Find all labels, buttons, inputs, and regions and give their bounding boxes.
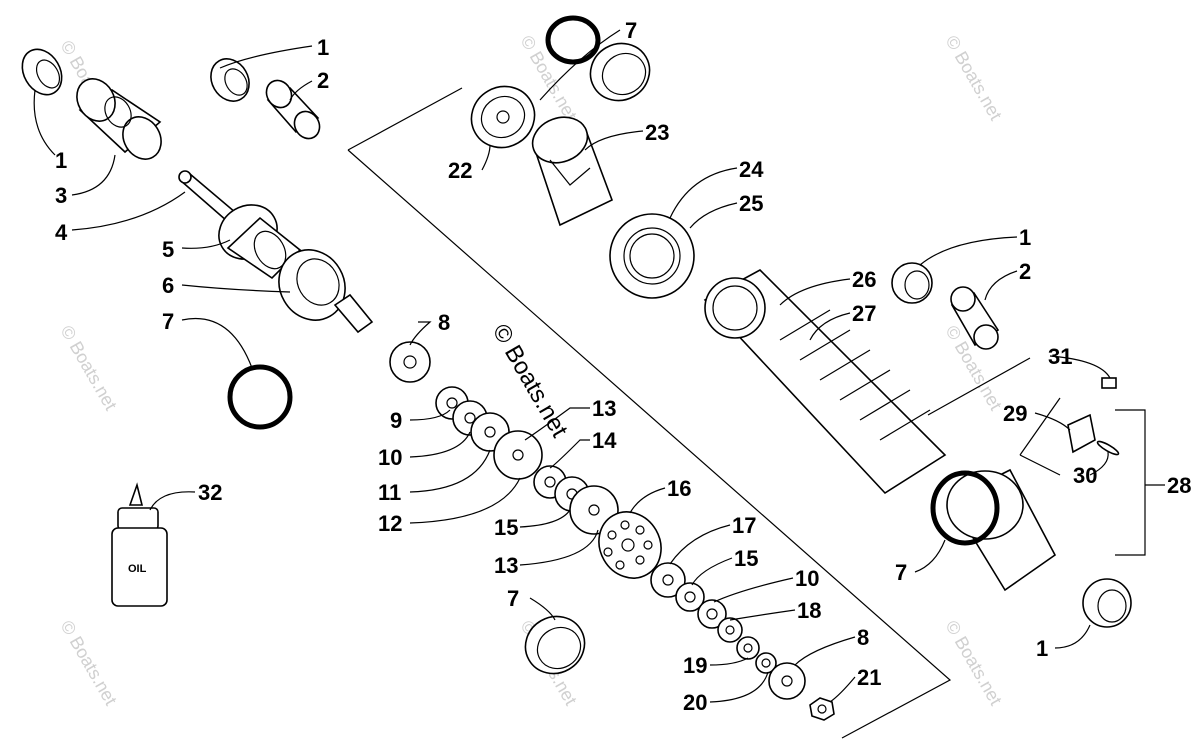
o-ring-7-left	[227, 364, 293, 430]
callout-31: 31	[1048, 344, 1072, 369]
callout-6: 6	[162, 273, 174, 298]
callout-26: 26	[852, 267, 876, 292]
seal-head-22	[470, 85, 536, 149]
callout-1: 1	[55, 148, 67, 173]
callout-14: 14	[592, 428, 617, 453]
assembly-bracket	[347, 87, 1031, 739]
callout-4: 4	[55, 220, 68, 245]
washer-8-top	[389, 341, 431, 383]
callout-13: 13	[494, 553, 518, 578]
callout-3: 3	[55, 183, 67, 208]
callout-10: 10	[378, 445, 402, 470]
spring-body-26	[703, 269, 947, 495]
callout-13: 13	[592, 396, 616, 421]
callout-30: 30	[1073, 463, 1097, 488]
band-7-top	[589, 42, 651, 102]
valve-29	[1067, 413, 1096, 454]
nut-21	[809, 697, 835, 721]
bushing-1-right	[891, 262, 933, 304]
bushing-1-bottomright	[1082, 578, 1132, 628]
group-bracket-29	[1019, 397, 1061, 456]
band-7-lower	[524, 615, 586, 675]
piston-16	[598, 511, 662, 579]
callout-23: 23	[645, 120, 669, 145]
callout-19: 19	[683, 653, 707, 678]
callout-15: 15	[494, 515, 518, 540]
group-bracket-28	[1115, 409, 1146, 556]
valve-31	[1101, 377, 1117, 389]
sleeve-3	[76, 78, 162, 160]
callout-10: 10	[795, 566, 819, 591]
callout-18: 18	[797, 598, 821, 623]
callout-7: 7	[625, 18, 637, 43]
callout-29: 29	[1003, 401, 1027, 426]
lower-shim-stack	[650, 562, 806, 700]
bushing-1-topleft	[21, 48, 63, 96]
shim-stack	[435, 386, 619, 535]
callout-22: 22	[448, 158, 472, 183]
body-5	[218, 204, 302, 280]
callout-labels: 1 2 1 3 4 5 6 7 8 9 10 11 12 13 14 15 13…	[55, 18, 1191, 715]
watermark: © Boats.net	[57, 322, 121, 414]
o-ring-30	[1096, 440, 1120, 456]
callout-7: 7	[162, 309, 174, 334]
spring-adjuster-24	[609, 213, 695, 299]
callout-7: 7	[895, 560, 907, 585]
spacer-2-top	[265, 79, 321, 140]
callout-2: 2	[1019, 259, 1031, 284]
callout-5: 5	[162, 237, 174, 262]
callout-1: 1	[1036, 636, 1048, 661]
callout-17: 17	[732, 513, 756, 538]
collar-23	[531, 116, 614, 227]
callout-27: 27	[852, 301, 876, 326]
callout-12: 12	[378, 511, 402, 536]
piston-assembly-6	[278, 249, 374, 334]
callout-28: 28	[1167, 473, 1191, 498]
callout-15: 15	[734, 546, 758, 571]
callout-1: 1	[1019, 225, 1031, 250]
callout-2: 2	[317, 68, 329, 93]
watermark: © Boats.net	[57, 617, 121, 709]
watermark: © Boats.net	[942, 617, 1006, 709]
spacer-2-right	[950, 286, 1000, 350]
callout-7: 7	[507, 586, 519, 611]
callout-8: 8	[438, 310, 450, 335]
watermarks: © Boats.net © Boats.net © Boats.net © Bo…	[57, 32, 1006, 709]
oil-bottle-32: OIL	[111, 482, 168, 607]
callout-20: 20	[683, 690, 707, 715]
reservoir-28	[946, 468, 1057, 592]
callout-24: 24	[739, 157, 764, 182]
o-ring-7-right	[930, 470, 1000, 546]
bushing-1-top	[210, 58, 250, 102]
callout-8: 8	[857, 625, 869, 650]
callout-11: 11	[378, 480, 401, 505]
callout-16: 16	[667, 476, 691, 501]
callout-1: 1	[317, 35, 329, 60]
callout-21: 21	[857, 665, 881, 690]
callout-9: 9	[390, 408, 402, 433]
oil-label: OIL	[128, 563, 147, 575]
callout-32: 32	[198, 480, 222, 505]
o-ring-7-top	[545, 15, 601, 65]
group-bracket-29b	[1019, 454, 1061, 476]
watermark: © Boats.net	[942, 32, 1006, 124]
callout-25: 25	[739, 191, 763, 216]
leader-lines	[33, 29, 1165, 703]
